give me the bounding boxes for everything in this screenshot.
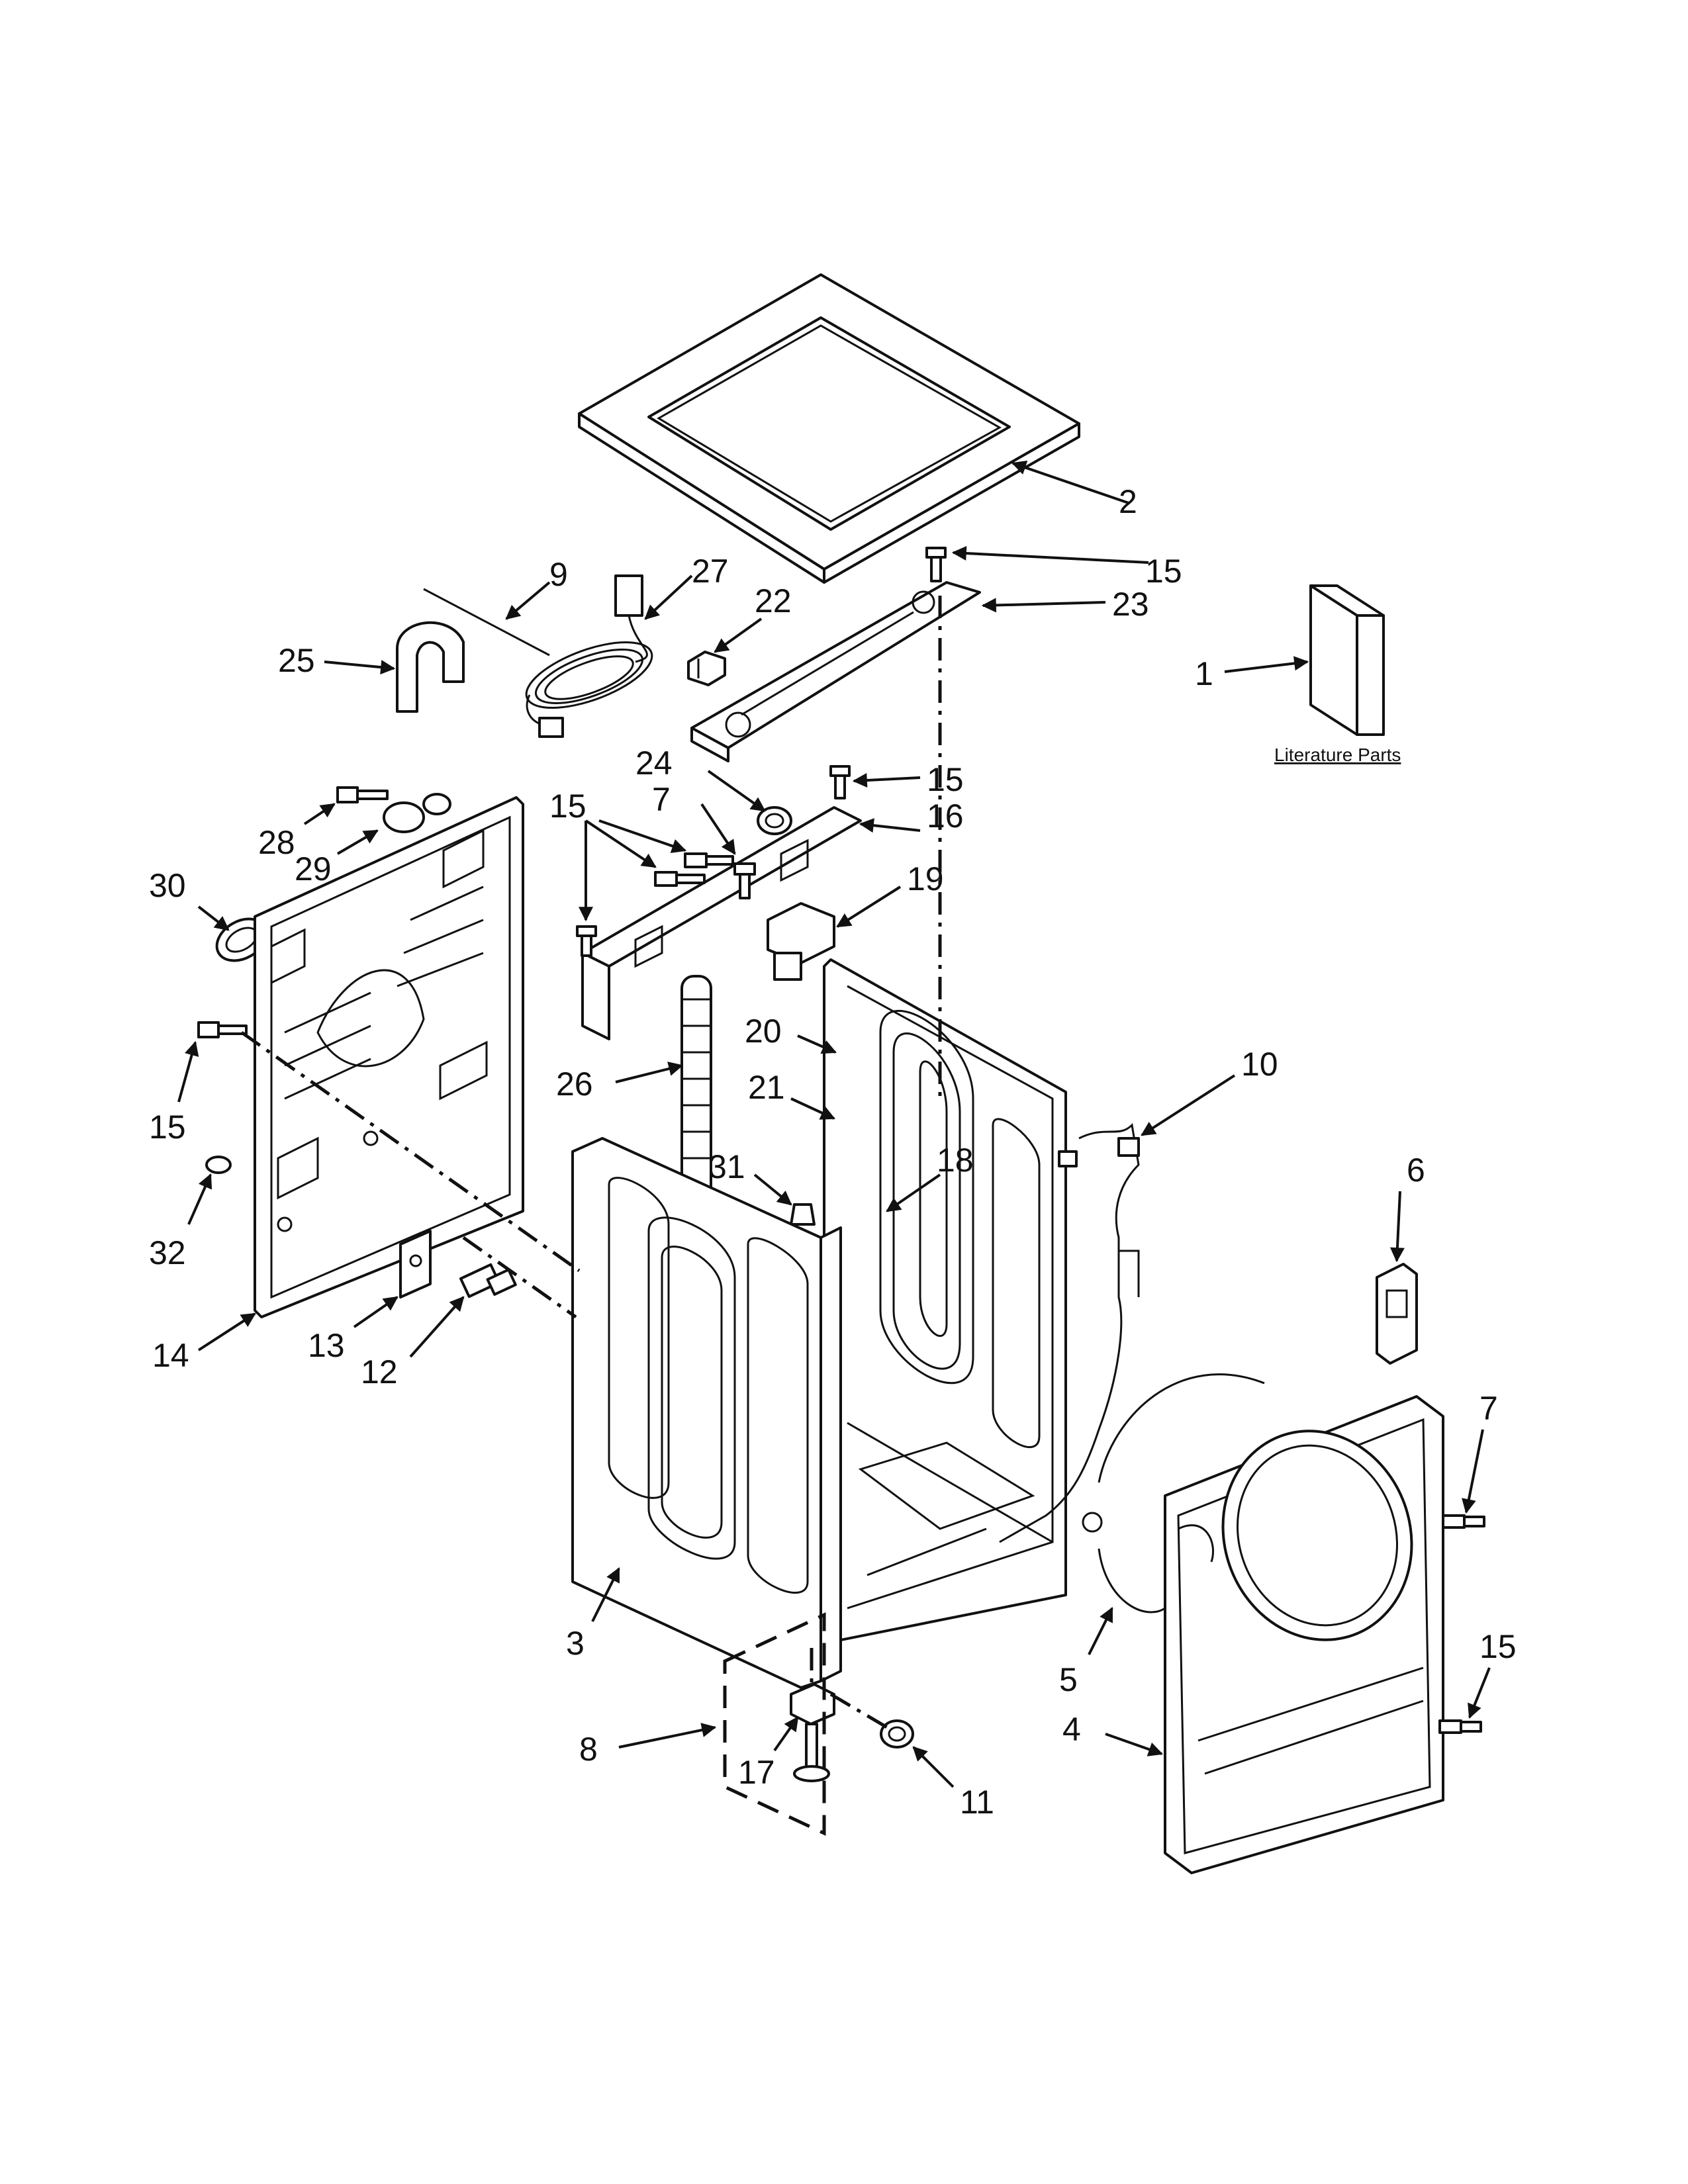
front-panel-part (1164, 1395, 1444, 1874)
top-bracket-part (690, 581, 981, 762)
callout-21: 21 (748, 1069, 785, 1106)
callout-6: 6 (1407, 1152, 1425, 1189)
leveling-foot-part (790, 1683, 835, 1782)
screw-part (829, 765, 851, 799)
corrugated-hose-part (680, 975, 712, 1203)
callout-16: 16 (927, 797, 964, 835)
callout-5: 5 (1059, 1661, 1078, 1698)
screw-part (925, 547, 947, 582)
screw-part (336, 786, 389, 803)
callout-12: 12 (361, 1353, 398, 1390)
callout-9: 9 (549, 556, 568, 593)
callout-3: 3 (566, 1625, 585, 1662)
callout-15: 15 (549, 788, 586, 825)
screw-part (654, 871, 706, 887)
small-bracket-part (399, 1230, 432, 1298)
callout-32: 32 (149, 1234, 186, 1271)
screw-part (1438, 1719, 1482, 1734)
callout-4: 4 (1062, 1711, 1081, 1748)
door-wire-part (1098, 1373, 1265, 1614)
door-lock-part (1376, 1263, 1418, 1365)
valve-part (767, 902, 835, 981)
callout-7: 7 (1479, 1390, 1498, 1427)
power-cord-part (525, 574, 653, 738)
callout-2: 2 (1119, 483, 1137, 520)
side-panel-part (571, 1137, 842, 1689)
callout-26: 26 (556, 1066, 593, 1103)
callout-25: 25 (278, 642, 315, 679)
callout-15: 15 (1479, 1628, 1517, 1665)
clip-part (687, 651, 726, 686)
callout-20: 20 (745, 1013, 782, 1050)
damper-part (459, 1263, 517, 1298)
callout-17: 17 (738, 1754, 775, 1791)
callout-15: 15 (149, 1109, 186, 1146)
screw-part (1442, 1514, 1485, 1529)
screw-part (684, 852, 734, 868)
rod-part (423, 588, 550, 657)
screw-part (576, 925, 597, 957)
wire-harness-part (999, 1122, 1140, 1543)
callout-10: 10 (1241, 1046, 1278, 1083)
assembly-guide-lines (240, 596, 942, 1836)
callout-22: 22 (755, 582, 792, 619)
callout-13: 13 (308, 1327, 345, 1364)
callout-23: 23 (1112, 586, 1149, 623)
cabinet-frame-part (823, 958, 1067, 1643)
drain-hose-hook-part (396, 621, 465, 713)
callout-30: 30 (149, 867, 186, 904)
rear-panel-part (254, 796, 524, 1318)
literature-parts-label: Literature Parts (1274, 745, 1401, 765)
hose-clamp-part (757, 806, 792, 835)
callout-27: 27 (692, 553, 729, 590)
leader-arrows (177, 461, 1491, 1788)
callout-1: 1 (1195, 655, 1213, 692)
grommet-part (383, 793, 451, 833)
bumper-part (880, 1719, 914, 1749)
callout-8: 8 (579, 1731, 598, 1768)
screw-part (733, 862, 756, 899)
callout-15: 15 (927, 761, 964, 798)
callout-19: 19 (907, 860, 944, 897)
screw-part (197, 1021, 248, 1038)
callout-15: 15 (1145, 553, 1182, 590)
grommet-part (790, 1203, 816, 1226)
callout-28: 28 (258, 824, 295, 861)
small-grommet-part (205, 1156, 232, 1174)
callout-29: 29 (295, 850, 332, 887)
callout-11: 11 (960, 1784, 994, 1821)
callout-31: 31 (708, 1148, 745, 1185)
callout-14: 14 (152, 1337, 189, 1374)
literature-booklet-part (1309, 584, 1385, 736)
callout-24: 24 (635, 745, 673, 782)
callout-18: 18 (937, 1142, 974, 1179)
top-panel-part (578, 273, 1080, 584)
rear-bracket-part (581, 806, 862, 1040)
callout-7: 7 (652, 781, 671, 818)
